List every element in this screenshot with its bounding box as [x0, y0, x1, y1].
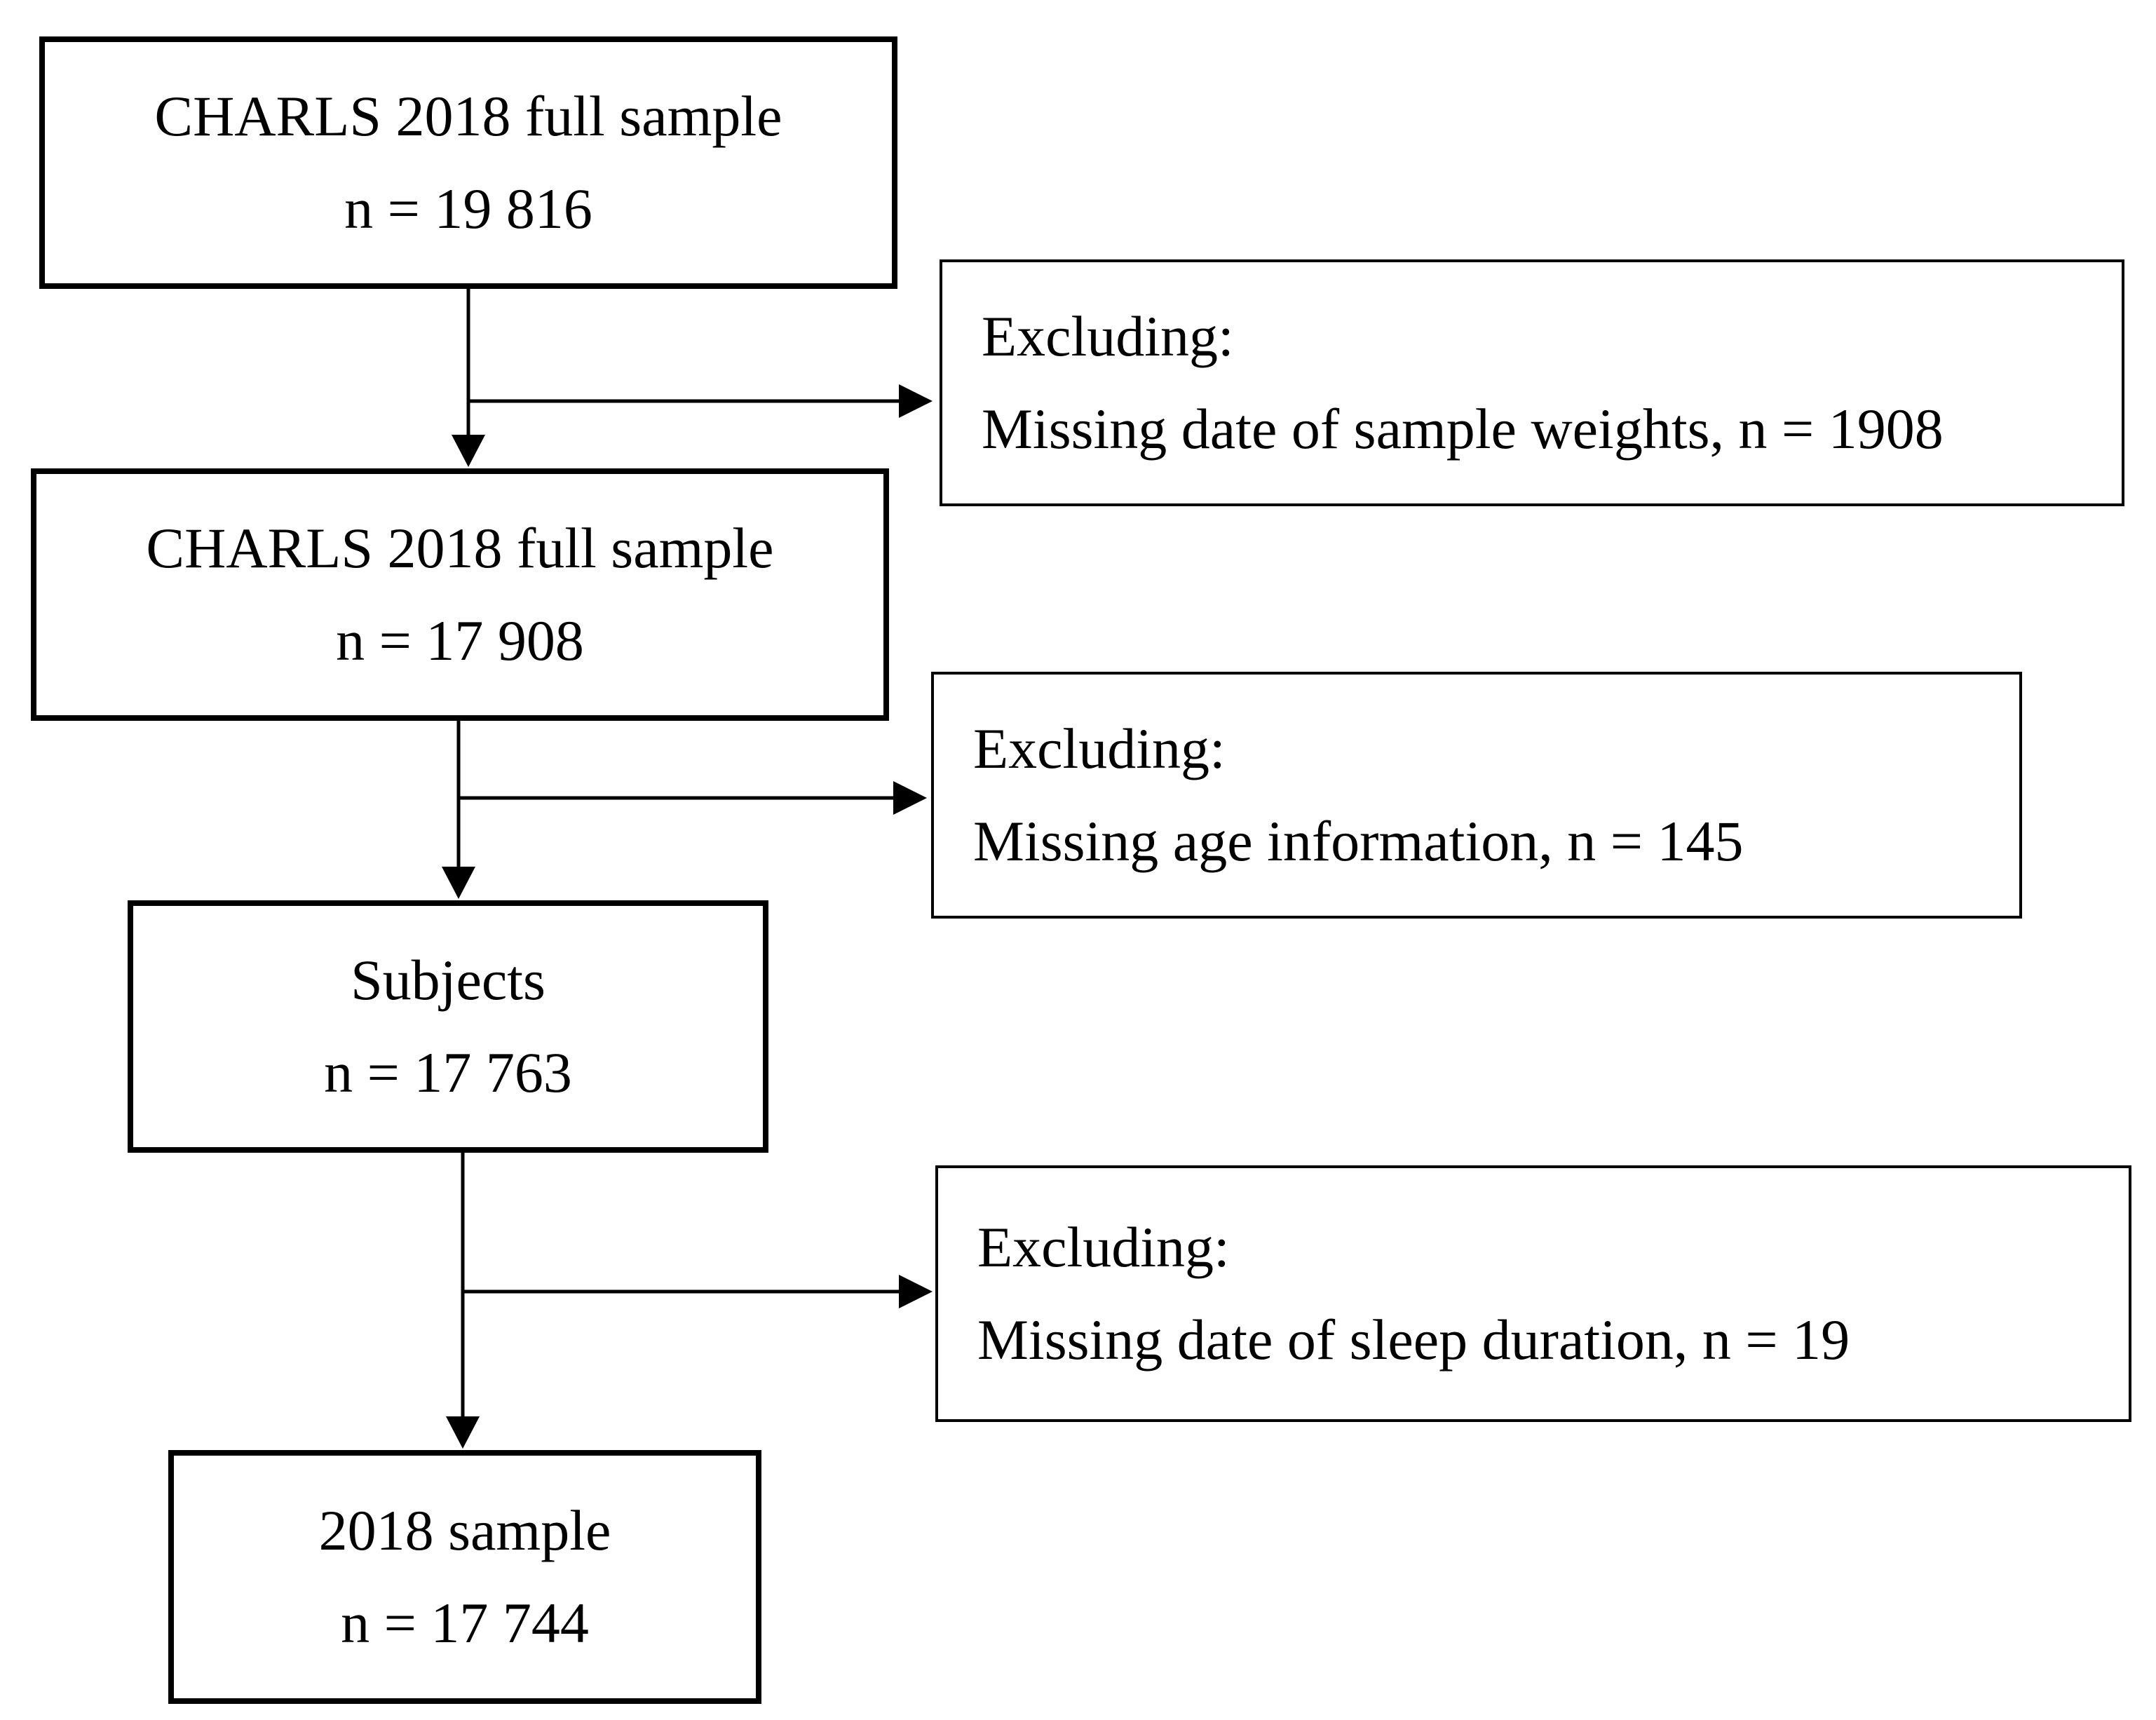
step-count: n = 19 816: [344, 177, 592, 241]
step-title: Subjects: [351, 948, 545, 1012]
arrowhead-down-1: [452, 435, 485, 467]
step-count: n = 17 744: [341, 1591, 589, 1655]
step-box-full-sample-filtered: CHARLS 2018 full sample n = 17 908: [31, 468, 889, 721]
exclusion-heading: Excluding:: [973, 717, 1226, 780]
exclusion-heading: Excluding:: [982, 304, 1234, 368]
exclusion-heading: Excluding:: [977, 1215, 1230, 1279]
step-box-final-sample: 2018 sample n = 17 744: [168, 1450, 761, 1704]
arrowhead-right-1: [899, 384, 933, 418]
step-box-subjects: Subjects n = 17 763: [128, 900, 768, 1153]
step-title: 2018 sample: [318, 1498, 611, 1562]
step-count: n = 17 763: [324, 1041, 572, 1104]
arrowhead-right-3: [899, 1275, 933, 1308]
exclusion-box-sample-weights: Excluding: Missing date of sample weight…: [940, 259, 2124, 506]
exclusion-reason: Missing date of sample weights, n = 1908: [982, 397, 1944, 461]
arrowhead-down-3: [446, 1416, 480, 1449]
exclusion-reason: Missing date of sleep duration, n = 19: [977, 1308, 1850, 1372]
step-title: CHARLS 2018 full sample: [154, 84, 782, 148]
exclusion-reason: Missing age information, n = 145: [973, 809, 1744, 873]
step-count: n = 17 908: [336, 609, 584, 672]
step-box-full-sample: CHARLS 2018 full sample n = 19 816: [39, 36, 897, 289]
arrowhead-down-2: [442, 867, 475, 899]
exclusion-box-age: Excluding: Missing age information, n = …: [931, 672, 2022, 919]
exclusion-box-sleep-duration: Excluding: Missing date of sleep duratio…: [935, 1165, 2131, 1422]
arrowhead-right-2: [893, 781, 927, 815]
step-title: CHARLS 2018 full sample: [146, 516, 774, 580]
